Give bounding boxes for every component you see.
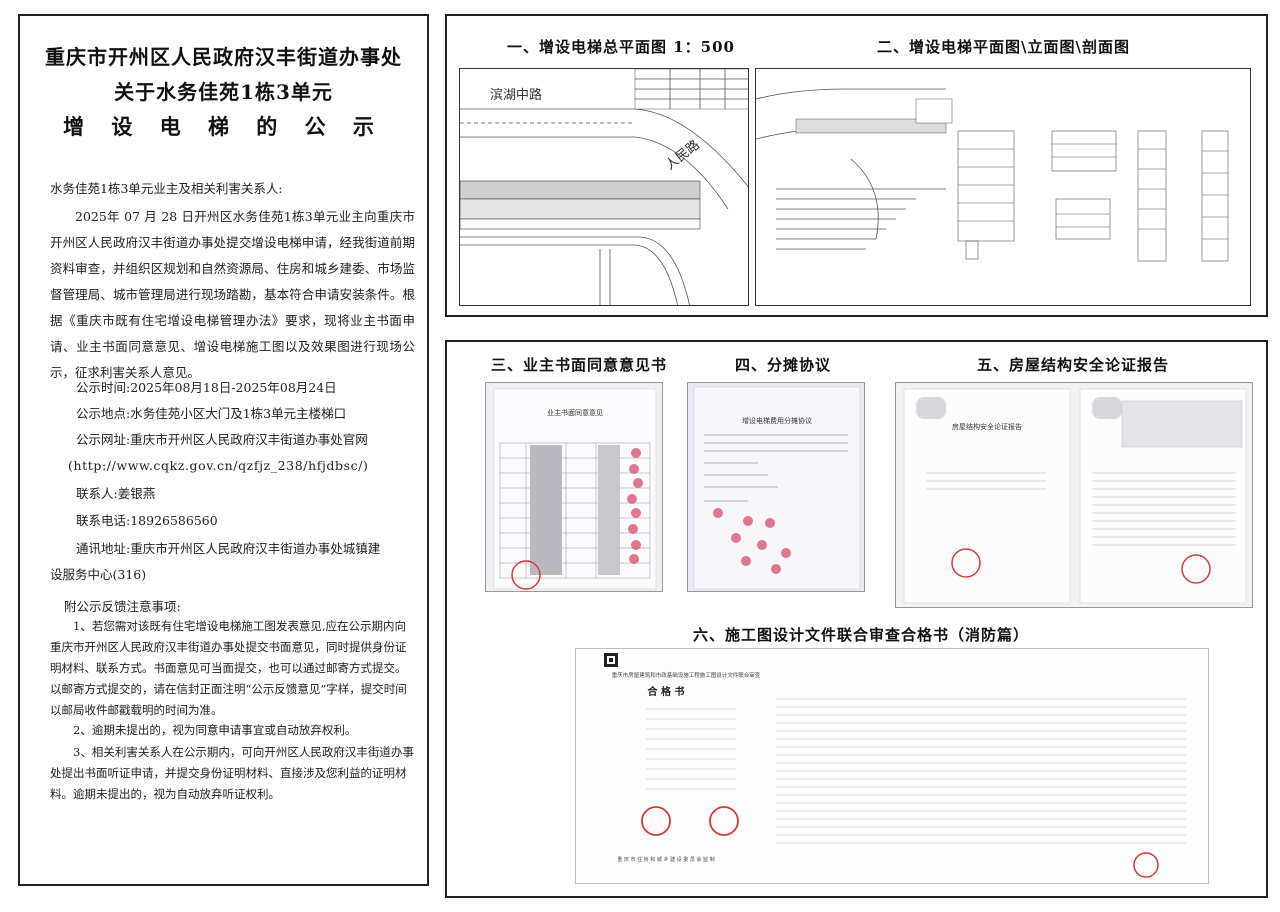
- notice-contact: 联系人:姜银燕: [76, 486, 156, 501]
- feedback-item-2: 2、逾期未提出的，视为同意申请事宜或自动放弃权利。: [73, 723, 357, 737]
- notice-body: 2025年 07 月 28 日开州区水务佳苑1栋3单元业主向重庆市开州区人民政府…: [50, 209, 415, 380]
- notice-place: 公示地点:水务佳苑小区大门及1栋3单元主楼梯口: [76, 406, 347, 421]
- site-plan-drawing: 滨湖中路 人民路: [459, 68, 749, 306]
- agreement-document-photo: 增设电梯费用分摊协议: [687, 382, 865, 592]
- certificate-issuer: 重 庆 市 住 房 和 城 乡 建 设 委 员 会 监 制: [617, 856, 714, 863]
- notice-title-line1: 重庆市开州区人民政府汉丰街道办事处: [45, 45, 402, 69]
- section-title-agreement: 四、分摊协议: [735, 356, 832, 374]
- review-certificate-svg: 重庆市房屋建筑和市政基础设施工程施工图设计文件联合审查 合 格 书 重 庆 市 …: [604, 653, 1186, 878]
- notice-salutation: 水务佳苑1栋3单元业主及相关利害关系人:: [50, 181, 283, 196]
- section-title-elevation: 二、增设电梯平面图\立面图\剖面图: [877, 38, 1130, 56]
- certificate-title: 合 格 书: [647, 685, 685, 698]
- section-title-site-plan: 一、增设电梯总平面图 1：500: [507, 38, 735, 56]
- road-label-renmin: 人民路: [662, 137, 703, 174]
- road-label-binhu: 滨湖中路: [490, 87, 542, 103]
- section-title-review-certificate: 六、施工图设计文件联合审查合格书（消防篇）: [693, 626, 1030, 644]
- notice-time: 公示时间:2025年08月18日-2025年08月24日: [76, 380, 337, 395]
- notice-title-line3: 增 设 电 梯 的 公 示: [63, 114, 384, 139]
- feedback-item-3: 3、相关利害关系人在公示期内，可向开州区人民政府汉丰街道办事处提出书面听证申请，…: [50, 745, 414, 801]
- agreement-document-svg: 增设电梯费用分摊协议: [693, 386, 861, 590]
- structure-report-svg: 房屋结构安全论证报告: [903, 388, 1247, 604]
- review-certificate-photo: 重庆市房屋建筑和市政基础设施工程施工图设计文件联合审查 合 格 书 重 庆 市 …: [575, 648, 1209, 884]
- notice-title-line2: 关于水务佳苑1栋3单元: [114, 80, 333, 104]
- structure-report-heading: 房屋结构安全论证报告: [952, 422, 1022, 431]
- feedback-item-1: 1、若您需对该既有住宅增设电梯施工图发表意见,应在公示期内向重庆市开州区人民政府…: [50, 619, 407, 717]
- section-title-structure-report: 五、房屋结构安全论证报告: [977, 356, 1170, 374]
- elevation-section-drawing: [755, 68, 1251, 306]
- notice-address: 通讯地址:重庆市开州区人民政府汉丰街道办事处城镇建: [76, 541, 381, 556]
- documents-panel: 三、业主书面同意意见书 四、分摊协议 五、房屋结构安全论证报告 业主书面同意意见: [445, 340, 1268, 898]
- section-title-consent: 三、业主书面同意意见书: [491, 356, 668, 374]
- certificate-header: 重庆市房屋建筑和市政基础设施工程施工图设计文件联合审查: [612, 671, 761, 679]
- consent-document-photo: 业主书面同意意见: [485, 382, 663, 592]
- site-plan-svg: 滨湖中路 人民路: [460, 69, 748, 305]
- notice-url: (http://www.cqkz.gov.cn/qzfjz_238/hfjdbs…: [68, 458, 369, 473]
- consent-document-svg: 业主书面同意意见: [493, 388, 657, 590]
- structure-report-photo: 房屋结构安全论证报告: [895, 382, 1253, 608]
- notice-address-cont: 设服务中心(316): [50, 567, 147, 582]
- elevation-svg: [756, 88, 1229, 262]
- agreement-doc-heading: 增设电梯费用分摊协议: [742, 416, 812, 425]
- notice-panel: 重庆市开州区人民政府汉丰街道办事处 关于水务佳苑1栋3单元 增 设 电 梯 的 …: [18, 14, 429, 886]
- notice-phone: 联系电话:18926586560: [76, 513, 218, 528]
- notice-site: 公示网址:重庆市开州区人民政府汉丰街道办事处官网: [76, 432, 368, 447]
- drawings-panel: 一、增设电梯总平面图 1：500 二、增设电梯平面图\立面图\剖面图 滨湖中路: [445, 14, 1268, 317]
- consent-doc-heading: 业主书面同意意见: [547, 408, 603, 417]
- feedback-title: 附公示反馈注意事项:: [64, 599, 181, 614]
